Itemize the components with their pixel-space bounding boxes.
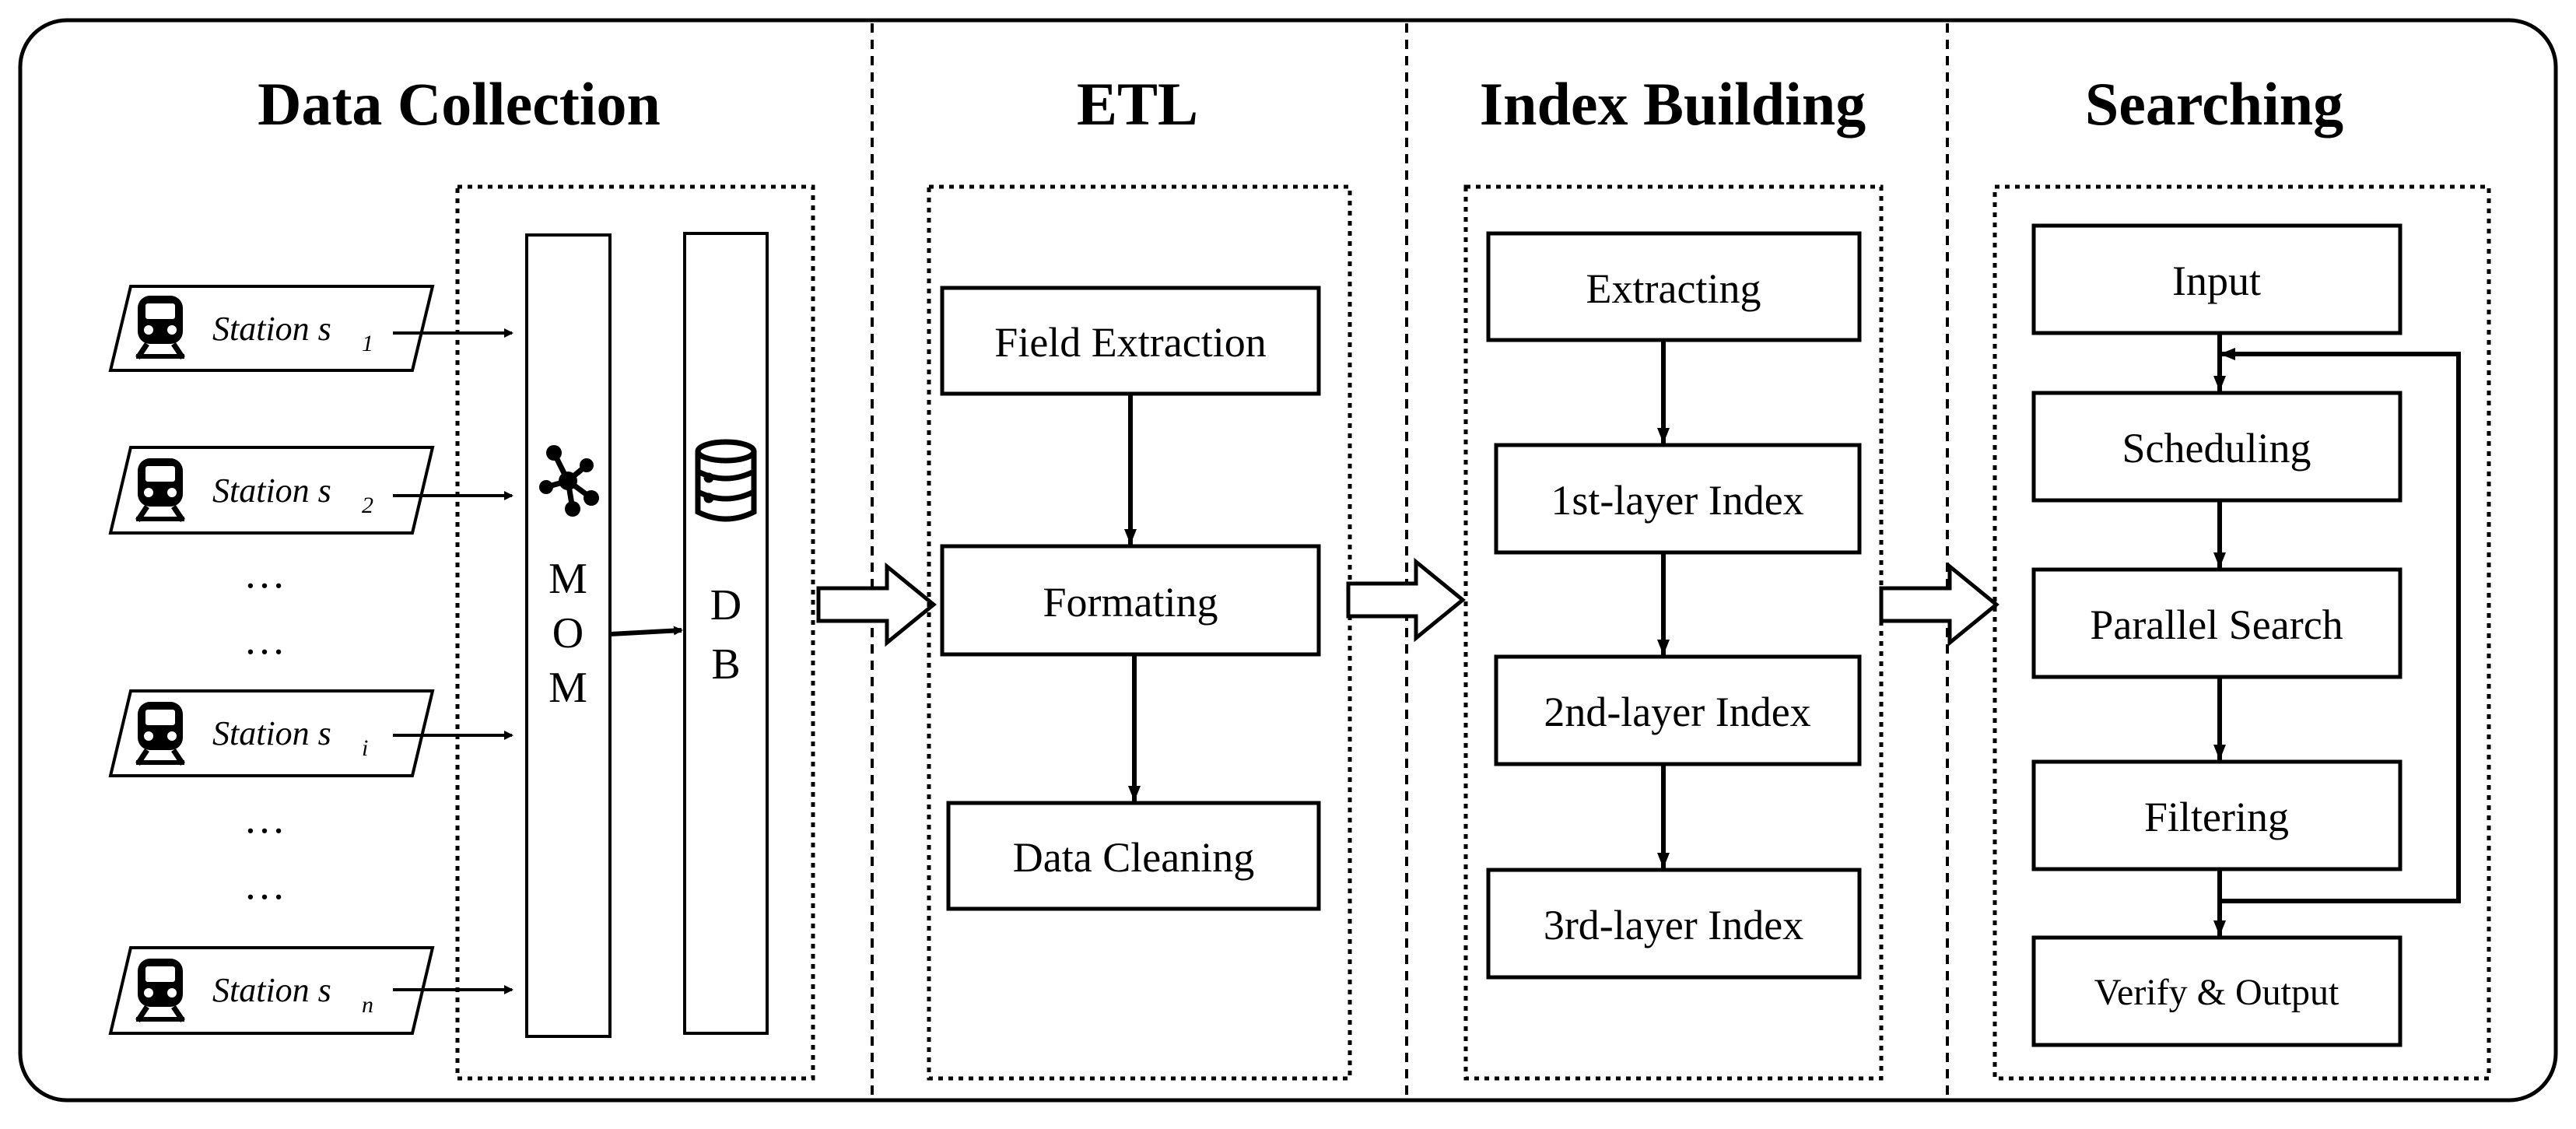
search-step-label: Parallel Search <box>2090 601 2343 648</box>
etl-step-label: Data Cleaning <box>1013 834 1254 881</box>
search-step-box <box>2031 567 2403 679</box>
station-subscript: n <box>362 992 373 1018</box>
db-letter: D <box>710 581 741 629</box>
station-label: Station s <box>212 971 331 1009</box>
search-step-box <box>2031 759 2403 871</box>
mom-letter: O <box>552 609 584 657</box>
mom-column: M O M <box>525 233 612 1038</box>
station-subscript: 2 <box>362 493 373 518</box>
station-item: Station s i <box>108 689 513 777</box>
database-icon <box>695 439 757 522</box>
flow-arrow-index-to-search <box>1879 562 1999 647</box>
etl-step-label: Formating <box>1043 579 1218 626</box>
index-step-label: 3rd-layer Index <box>1544 902 1803 948</box>
ellipsis: … <box>244 795 286 842</box>
section-title-index-building: Index Building <box>1480 70 1866 138</box>
etl-step-box <box>940 286 1321 396</box>
station-item: Station s 2 <box>108 446 513 535</box>
station-label: Station s <box>212 472 331 510</box>
etl-step-box <box>940 544 1321 657</box>
train-icon <box>135 959 185 1022</box>
index-step-box <box>1494 443 1862 555</box>
collection-group-box <box>455 184 815 1081</box>
flow-arrow-etl-to-index <box>1346 557 1466 643</box>
index-step-box <box>1494 654 1862 766</box>
search-step-box <box>2031 935 2403 1047</box>
search-step-label: Scheduling <box>2122 425 2311 472</box>
db-letter: B <box>711 640 740 689</box>
station-label: Station s <box>212 714 331 752</box>
mom-letter: M <box>548 555 587 603</box>
index-step-box <box>1486 231 1862 342</box>
index-step-box <box>1486 868 1862 980</box>
ellipsis: … <box>244 616 286 663</box>
search-step-box <box>2031 391 2403 503</box>
etl-group-box <box>927 184 1352 1081</box>
flow-arrow-collection-to-etl <box>816 562 937 647</box>
index-group-box <box>1463 184 1884 1081</box>
etl-step-box <box>946 801 1321 911</box>
search-group-box <box>1992 184 2491 1081</box>
train-icon <box>135 702 185 766</box>
section-title-searching: Searching <box>2085 70 2343 138</box>
index-step-label: 1st-layer Index <box>1551 477 1803 524</box>
section-title-etl: ETL <box>1077 70 1198 138</box>
search-step-box <box>2031 223 2403 335</box>
etl-step-label: Field Extraction <box>994 319 1266 366</box>
ellipsis: … <box>244 861 286 908</box>
mom-letter: M <box>548 664 587 712</box>
station-item: Station s n <box>108 946 513 1035</box>
network-hub-icon <box>539 445 599 517</box>
station-subscript: 1 <box>362 331 373 356</box>
search-step-label: Filtering <box>2144 794 2289 840</box>
index-step-label: Extracting <box>1586 265 1761 312</box>
db-column: D B <box>683 232 769 1035</box>
station-item: Station s 1 <box>108 285 513 372</box>
section-title-data-collection: Data Collection <box>258 70 661 138</box>
search-step-label: Input <box>2172 258 2261 304</box>
search-step-label: Verify & Output <box>2094 972 2339 1013</box>
index-step-label: 2nd-layer Index <box>1544 689 1810 735</box>
feedback-loop-arrow <box>2220 348 2461 903</box>
mom-to-db-arrow <box>609 626 683 636</box>
station-subscript: i <box>362 735 368 761</box>
outer-frame <box>18 18 2558 1103</box>
station-label: Station s <box>212 310 331 348</box>
ellipsis: … <box>244 550 286 597</box>
train-icon <box>135 296 185 359</box>
train-icon <box>135 458 185 522</box>
